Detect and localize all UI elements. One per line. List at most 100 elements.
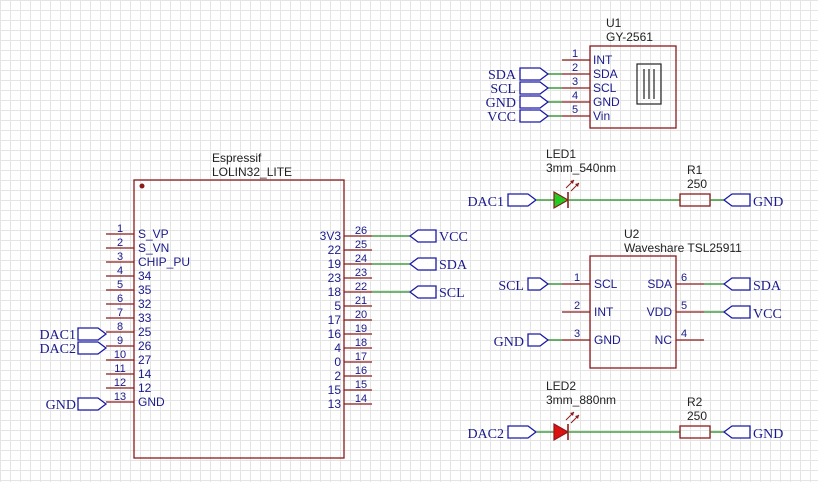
svg-text:SDA: SDA (488, 68, 517, 83)
u1-pin-5: 5 Vin (562, 104, 610, 123)
net-label-r2-gnd[interactable]: GND (722, 425, 783, 442)
net-label-esp-dac2[interactable]: DAC2 (39, 341, 108, 357)
svg-text:GND: GND (486, 96, 516, 111)
u2-pin-3: 3 GND (562, 328, 621, 347)
net-label-u2-scl[interactable]: SCL (498, 277, 550, 294)
svg-text:4: 4 (334, 341, 341, 355)
svg-text:22: 22 (355, 281, 367, 293)
net-label-esp-dac1[interactable]: DAC1 (39, 327, 108, 343)
net-label-u1-scl[interactable]: SCL (490, 81, 550, 97)
svg-text:33: 33 (138, 311, 152, 325)
net-label-u1-sda[interactable]: SDA (488, 67, 550, 83)
net-label-esp-vcc[interactable]: VCC (408, 229, 468, 245)
esp32-manufacturer: Espressif (212, 151, 262, 165)
svg-text:GND: GND (753, 195, 783, 210)
esp32-pin-14: 14 13 (328, 393, 372, 411)
svg-text:SDA: SDA (593, 67, 618, 81)
svg-text:3: 3 (572, 76, 578, 88)
svg-text:21: 21 (355, 295, 367, 307)
svg-text:SCL: SCL (498, 279, 524, 294)
esp32-pin-18: 184 (334, 337, 372, 355)
u1-ref: U1 (606, 16, 622, 30)
led1-ref: LED1 (546, 147, 576, 161)
net-label-u2-vcc[interactable]: VCC (722, 305, 782, 322)
svg-text:INT: INT (594, 305, 614, 319)
svg-text:11: 11 (114, 363, 125, 375)
svg-text:26: 26 (138, 339, 152, 353)
svg-text:4: 4 (681, 328, 687, 340)
r2-resistor (679, 425, 711, 439)
svg-text:15: 15 (328, 383, 342, 397)
svg-text:0: 0 (334, 355, 341, 369)
net-label-esp-gnd[interactable]: GND (46, 397, 108, 413)
u1-body (589, 45, 677, 129)
svg-text:35: 35 (138, 283, 152, 297)
u2-pin-5: 5 VDD (647, 300, 704, 319)
svg-text:13: 13 (328, 397, 342, 411)
svg-text:23: 23 (355, 267, 367, 279)
net-label-esp-sda[interactable]: SDA (408, 257, 468, 273)
led1-diode (553, 179, 580, 210)
u1-pin-2: 2 SDA (562, 62, 618, 81)
u1-component[interactable]: U1 GY-2561 1 INT 2 SDA 3 SCL 4 GND (548, 16, 677, 129)
svg-text:SDA: SDA (647, 277, 672, 291)
svg-text:VCC: VCC (753, 307, 782, 322)
svg-text:5: 5 (681, 300, 687, 312)
u1-chip-icon (636, 63, 662, 105)
svg-text:GND: GND (46, 398, 76, 413)
svg-text:GND: GND (594, 333, 621, 347)
led1-circuit[interactable]: LED1 3mm_540nm DAC1 R1 250 GND (467, 147, 783, 210)
net-label-r1-gnd[interactable]: GND (722, 193, 783, 210)
esp32-right-pins: 263V325222419232322182152017191618417016… (320, 225, 372, 411)
svg-text:DAC2: DAC2 (467, 427, 504, 442)
svg-text:2: 2 (574, 300, 580, 312)
svg-text:3: 3 (574, 328, 580, 340)
svg-text:3V3: 3V3 (320, 229, 342, 243)
led2-circuit[interactable]: LED2 3mm_880nm DAC2 R2 250 GND (467, 379, 783, 442)
svg-text:7: 7 (117, 307, 123, 319)
svg-text:6: 6 (117, 293, 123, 305)
svg-text:6: 6 (681, 272, 687, 284)
svg-text:1: 1 (572, 48, 578, 60)
svg-text:12: 12 (114, 377, 126, 389)
svg-text:24: 24 (355, 253, 367, 265)
net-label-u1-gnd[interactable]: GND (486, 95, 550, 111)
esp32-pin-12: 12 12 (106, 377, 152, 395)
net-label-led1-dac1[interactable]: DAC1 (467, 193, 538, 210)
r2-ref: R2 (687, 395, 703, 409)
svg-text:S_VP: S_VP (138, 227, 169, 241)
svg-text:5: 5 (572, 104, 578, 116)
svg-text:CHIP_PU: CHIP_PU (138, 255, 190, 269)
net-label-u2-gnd[interactable]: GND (494, 333, 550, 350)
svg-text:14: 14 (355, 393, 367, 405)
led2-ref: LED2 (546, 379, 576, 393)
svg-text:16: 16 (328, 327, 342, 341)
svg-text:19: 19 (355, 323, 367, 335)
u2-component[interactable]: U2 Waveshare TSL25911 1 SCL 2 INT 3 GND … (548, 227, 742, 369)
net-label-led2-dac2[interactable]: DAC2 (467, 425, 538, 442)
svg-text:27: 27 (138, 353, 152, 367)
u2-pin-2: 2 INT (562, 300, 614, 319)
svg-text:3: 3 (117, 251, 123, 263)
net-label-u1-vcc[interactable]: VCC (487, 109, 550, 125)
svg-text:12: 12 (138, 381, 152, 395)
net-label-u2-sda[interactable]: SDA (722, 277, 782, 294)
svg-text:DAC1: DAC1 (39, 328, 76, 343)
net-label-esp-scl[interactable]: SCL (408, 285, 465, 301)
u2-pin-4: 4 NC (655, 328, 704, 347)
svg-text:GND: GND (494, 335, 524, 350)
u1-pin-4: 4 GND (562, 90, 620, 109)
r1-ref: R1 (687, 163, 703, 177)
